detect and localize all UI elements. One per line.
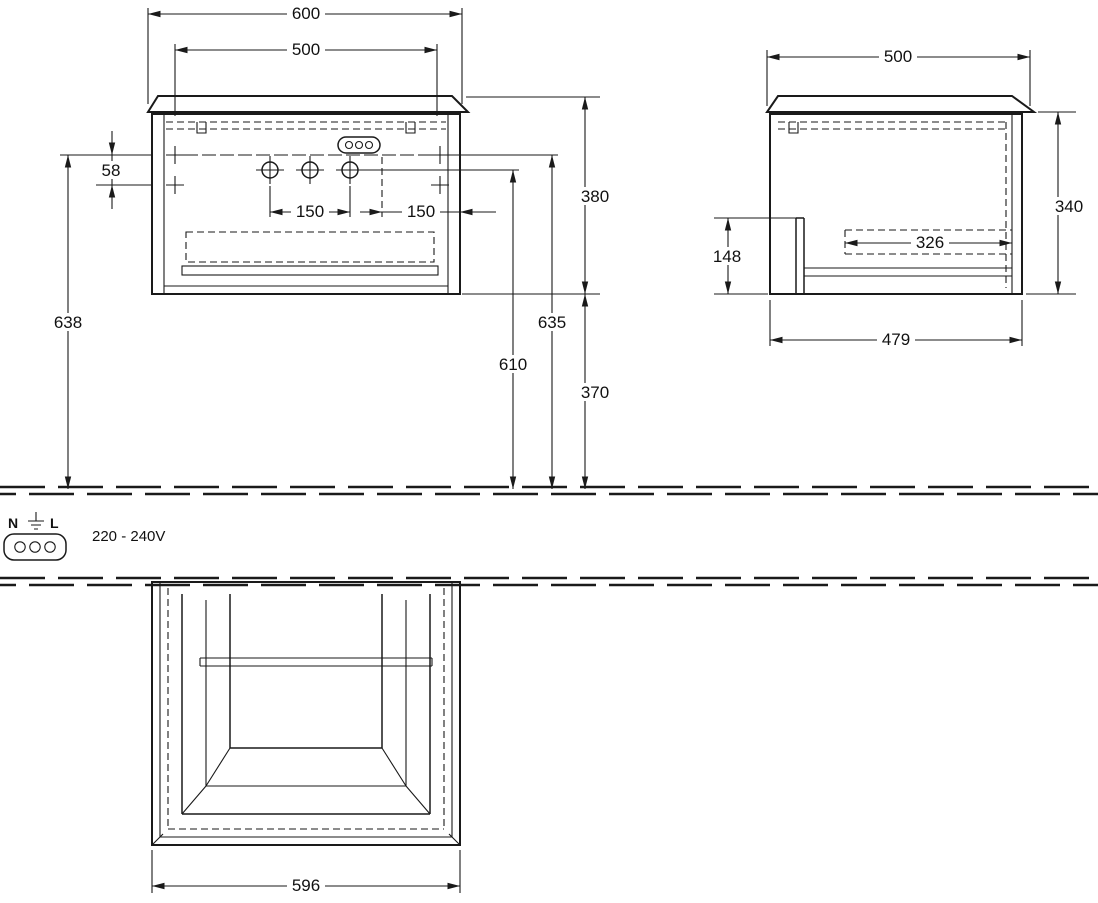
fixing-oval bbox=[337, 136, 381, 154]
dim-610: 610 bbox=[364, 169, 532, 489]
earth-ground-icon bbox=[28, 512, 44, 530]
plan-cabinet-outline bbox=[151, 581, 461, 846]
side-view: 500 326 148 340 bbox=[709, 47, 1089, 349]
dim-label-340: 340 bbox=[1055, 197, 1083, 216]
dim-150-left: 150 bbox=[269, 186, 351, 221]
side-cabinet-body bbox=[769, 113, 1023, 295]
wall-break-lower bbox=[0, 576, 1098, 587]
drawer-bottom-edge bbox=[804, 267, 1012, 277]
dim-label-326: 326 bbox=[916, 233, 944, 252]
dim-label-600: 600 bbox=[292, 4, 320, 23]
terminal-block-icon bbox=[3, 533, 67, 561]
dim-326: 326 bbox=[845, 233, 1012, 252]
front-drawer-recess bbox=[181, 231, 439, 276]
fixing-bracket-side bbox=[788, 122, 799, 134]
mounting-hole-marks bbox=[166, 146, 449, 194]
dim-label-58: 58 bbox=[102, 161, 121, 180]
dim-label-500-front: 500 bbox=[292, 40, 320, 59]
overflow-channel bbox=[199, 657, 433, 667]
dim-500-front: 500 bbox=[174, 40, 438, 116]
dim-label-500-side: 500 bbox=[884, 47, 912, 66]
side-countertop bbox=[765, 95, 1038, 113]
dim-label-150-right: 150 bbox=[407, 202, 435, 221]
voltage-label: 220 - 240V bbox=[92, 528, 165, 545]
wall-break-upper bbox=[0, 485, 1098, 496]
dim-635: 635 bbox=[449, 154, 571, 489]
plan-view: 596 bbox=[151, 581, 461, 895]
dim-370: 370 bbox=[576, 294, 614, 489]
drawer-front-edge bbox=[795, 217, 805, 294]
dim-label-596: 596 bbox=[292, 876, 320, 895]
dim-596: 596 bbox=[151, 850, 461, 895]
dim-label-380: 380 bbox=[581, 187, 609, 206]
dim-label-370: 370 bbox=[581, 383, 609, 402]
front-view: 600 500 150 150 bbox=[49, 4, 614, 489]
front-cabinet-body bbox=[151, 113, 461, 295]
dim-380: 380 bbox=[462, 96, 614, 295]
dim-label-479: 479 bbox=[882, 330, 910, 349]
dim-500-side: 500 bbox=[766, 47, 1031, 106]
dim-label-638: 638 bbox=[54, 313, 82, 332]
dim-label-610: 610 bbox=[499, 355, 527, 374]
dim-638: 638 bbox=[49, 154, 152, 489]
dim-340: 340 bbox=[1026, 111, 1089, 295]
dim-label-150-left: 150 bbox=[296, 202, 324, 221]
dim-label-635: 635 bbox=[538, 313, 566, 332]
line-label: L bbox=[50, 515, 59, 531]
dim-148: 148 bbox=[709, 217, 798, 295]
dim-label-148: 148 bbox=[713, 247, 741, 266]
plan-basin-contours bbox=[181, 594, 433, 815]
fixing-bracket-left bbox=[196, 122, 207, 134]
dim-600: 600 bbox=[147, 4, 463, 104]
tap-holes bbox=[256, 156, 364, 184]
dim-150-right: 150 bbox=[360, 157, 496, 221]
neutral-label: N bbox=[8, 515, 18, 531]
front-countertop bbox=[146, 95, 471, 113]
dim-479: 479 bbox=[769, 300, 1023, 349]
electrical-connection: N L 220 - 240V bbox=[3, 512, 165, 561]
fixing-bracket-right bbox=[405, 122, 416, 134]
dim-58: 58 bbox=[96, 131, 152, 209]
